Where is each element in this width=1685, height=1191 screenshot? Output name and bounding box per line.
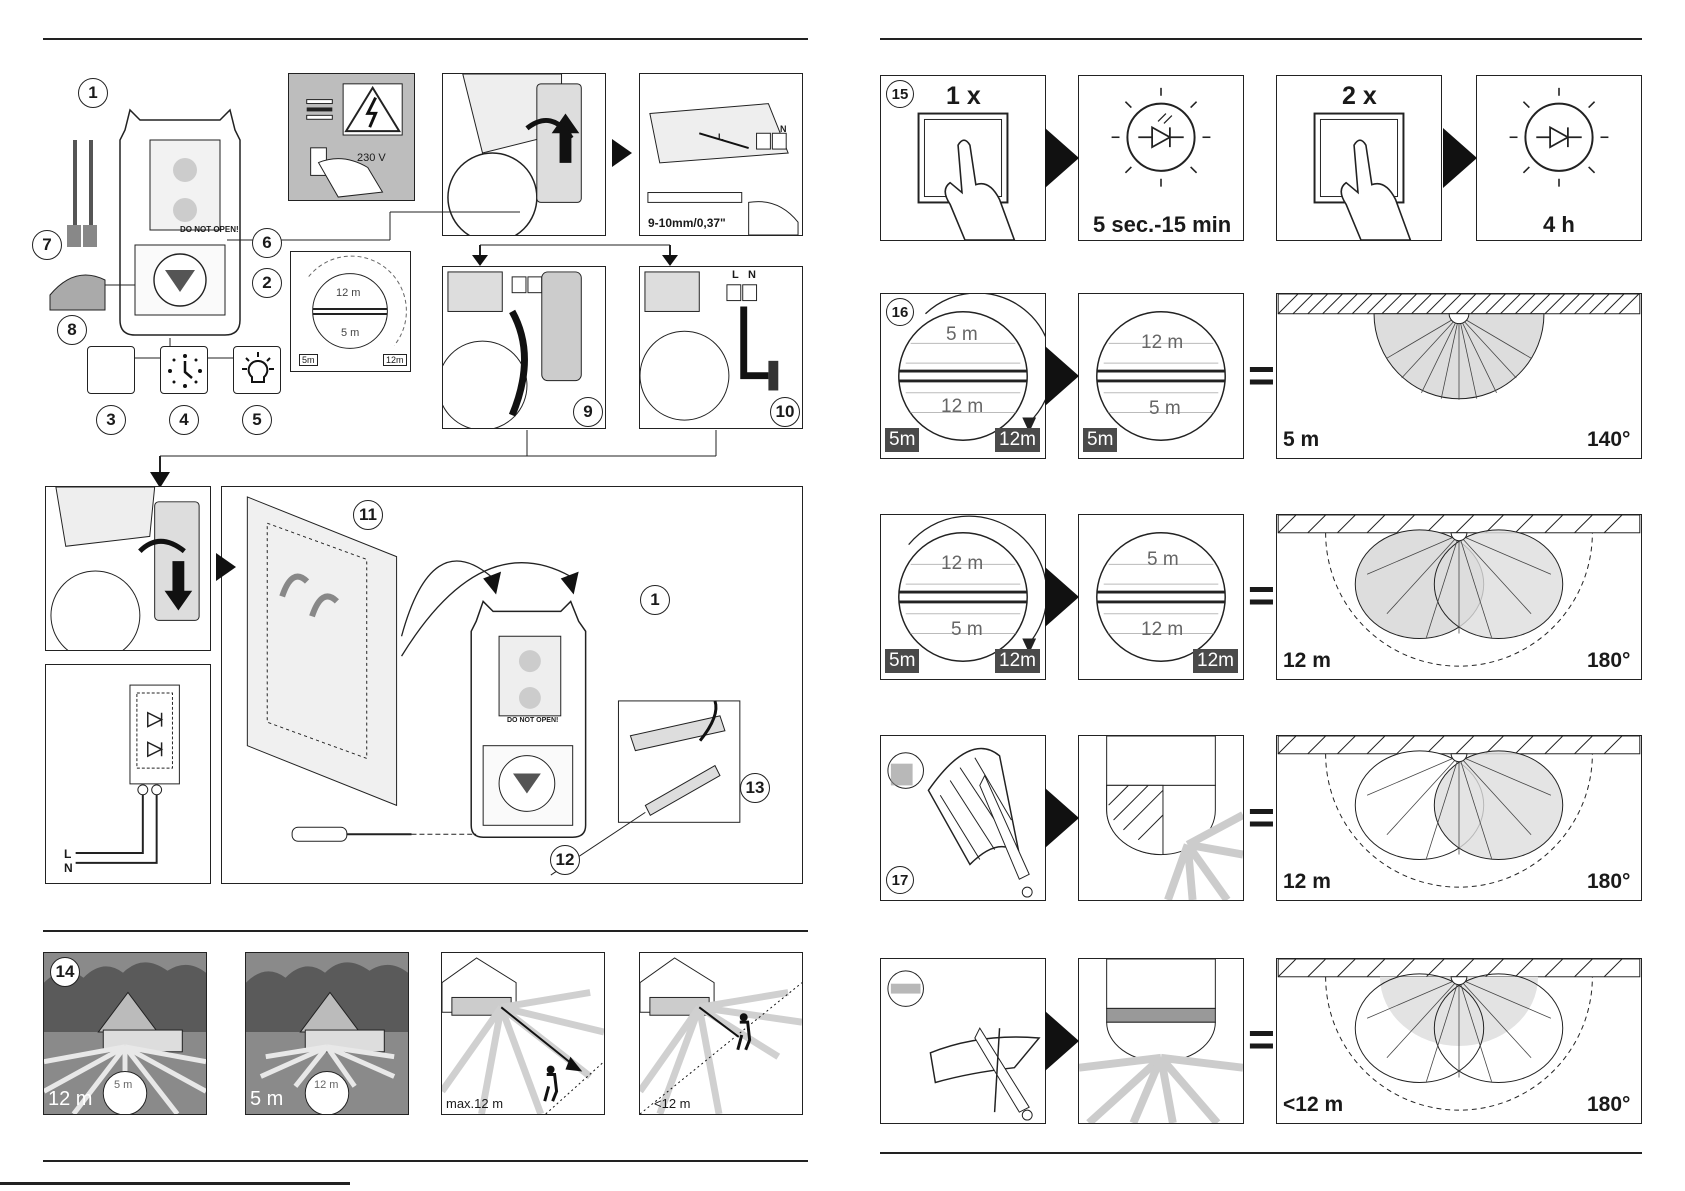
terminal-label-n-2: N — [748, 269, 756, 281]
range-photo-4-value: <12 m — [654, 1096, 691, 1111]
lens-inner-tag-right: 12m — [383, 354, 407, 366]
lens-inner-tag-left: 5m — [299, 354, 318, 366]
bottom-rule-left — [43, 1160, 808, 1162]
coverage-panel-3: 12 m 180° — [1276, 735, 1642, 901]
callout-5: 5 — [242, 405, 272, 435]
mounting-panel: DO NOT OPEN! — [221, 486, 803, 884]
lens-b1-tag: 5m — [1083, 428, 1117, 452]
equals-sign-3: = — [1248, 790, 1275, 844]
time-range-label: 5 sec.-15 min — [1093, 212, 1231, 238]
callout-4: 4 — [169, 405, 199, 435]
equals-sign-4: = — [1248, 1012, 1275, 1066]
lens-a1-tag-left: 5m — [885, 428, 919, 452]
wiring-diagram-panel: L N — [45, 664, 211, 884]
range-photo-1-value: 12 m — [48, 1088, 92, 1111]
shielded-sensor-panel-2 — [1078, 958, 1244, 1124]
terminal-label-l: L — [718, 132, 724, 142]
coverage-panel-1: 5 m 140° — [1276, 293, 1642, 459]
lens-b2-tag: 12m — [1193, 649, 1238, 673]
coverage-2-angle: 180° — [1587, 649, 1630, 673]
top-rule-right — [880, 38, 1642, 40]
lens-a2-tag-left: 5m — [885, 649, 919, 673]
coverage-4-angle: 180° — [1587, 1093, 1630, 1117]
shielded-sensor-panel-1 — [1078, 735, 1244, 901]
step-arrow-icon-6 — [1045, 567, 1079, 627]
terminal-label-l-2: L — [732, 269, 739, 281]
lens-result-panel-2: 5 m 12 m 12m — [1078, 514, 1244, 680]
cover-shield-panel-2 — [880, 958, 1046, 1124]
range-photo-3-value: max.12 m — [446, 1096, 503, 1111]
callout-1: 1 — [78, 78, 108, 108]
callout-10: 10 — [770, 397, 800, 427]
permanent-time-label: 4 h — [1543, 212, 1575, 238]
step-arrow-icon-4 — [1443, 128, 1477, 188]
step-arrow-icon-2 — [216, 553, 236, 581]
callout-6: 6 — [252, 228, 282, 258]
wiring-label-n: N — [64, 861, 73, 875]
range-photo-4: <12 m — [639, 952, 803, 1115]
coverage-2-range: 12 m — [1283, 649, 1331, 673]
page-bottom-strip — [0, 1182, 350, 1185]
lens-a2-tag-right: 12m — [995, 649, 1040, 673]
mid-rule-left — [43, 930, 808, 932]
lens-a2-top: 12 m — [941, 553, 983, 575]
lens-result-panel-1: 12 m 5 m 5m — [1078, 293, 1244, 459]
step-arrow-icon-3 — [1045, 128, 1079, 188]
step-arrow-icon-5 — [1045, 346, 1079, 406]
callout-17: 17 — [886, 866, 914, 894]
range-photo-2-lens: 12 m — [314, 1079, 338, 1091]
coverage-3-angle: 180° — [1587, 870, 1630, 894]
callout-14: 14 — [50, 957, 80, 987]
wire-strip-label: 9-10mm/0,37" — [648, 216, 726, 230]
voltage-label: 230 V — [357, 152, 386, 164]
lens-inner-r2: 5 m — [341, 327, 359, 339]
wiring-label-l: L — [64, 847, 71, 861]
callout-1-mount: 1 — [640, 585, 670, 615]
press-twice-panel: 2 x — [1276, 75, 1442, 241]
range-photo-2: 5 m 12 m — [245, 952, 409, 1115]
lens-a1-tag-right: 12m — [995, 428, 1040, 452]
range-photo-2-value: 5 m — [250, 1088, 283, 1111]
equals-sign-2: = — [1248, 568, 1275, 622]
lens-b1-bottom: 5 m — [1149, 398, 1181, 420]
press-once-label: 1 x — [946, 82, 981, 111]
bottom-rule-right — [880, 1152, 1642, 1154]
callout-7: 7 — [32, 230, 62, 260]
coverage-panel-4: <12 m 180° — [1276, 958, 1642, 1124]
callout-9: 9 — [573, 397, 603, 427]
callout-3: 3 — [96, 405, 126, 435]
press-twice-label: 2 x — [1342, 82, 1377, 111]
callout-2: 2 — [252, 268, 282, 298]
device-label-2: DO NOT OPEN! — [507, 717, 558, 724]
lens-a1-bottom: 12 m — [941, 396, 983, 418]
led-permanent-panel: 4 h — [1476, 75, 1642, 241]
coverage-1-angle: 140° — [1587, 428, 1630, 452]
coverage-4-range: <12 m — [1283, 1093, 1343, 1117]
lens-inner-r1: 12 m — [336, 287, 360, 299]
range-photo-1-lens: 5 m — [114, 1079, 132, 1091]
callout-13: 13 — [740, 773, 770, 803]
close-cover-panel — [45, 486, 211, 651]
lens-a1-top: 5 m — [946, 324, 978, 346]
callout-12: 12 — [550, 845, 580, 875]
callout-11: 11 — [353, 500, 383, 530]
coverage-1-range: 5 m — [1283, 428, 1319, 452]
equals-sign: = — [1248, 348, 1275, 402]
step-arrow-icon — [612, 139, 632, 167]
coverage-panel-2: 12 m 180° — [1276, 514, 1642, 680]
lens-b1-top: 12 m — [1141, 332, 1183, 354]
coverage-3-range: 12 m — [1283, 870, 1331, 894]
terminal-label-n: N — [780, 124, 787, 134]
callout-15: 15 — [886, 80, 914, 108]
range-photo-3: max.12 m — [441, 952, 605, 1115]
lens-b2-bottom: 12 m — [1141, 619, 1183, 641]
callout-8: 8 — [57, 315, 87, 345]
callout-16: 16 — [886, 298, 914, 326]
step-arrow-icon-7 — [1045, 788, 1079, 848]
lens-rotate-panel-2: 12 m 5 m 5m 12m — [880, 514, 1046, 680]
lens-a2-bottom: 5 m — [951, 619, 983, 641]
led-time-panel: 5 sec.-15 min — [1078, 75, 1244, 241]
step-arrow-icon-8 — [1045, 1011, 1079, 1071]
lens-b2-top: 5 m — [1147, 549, 1179, 571]
